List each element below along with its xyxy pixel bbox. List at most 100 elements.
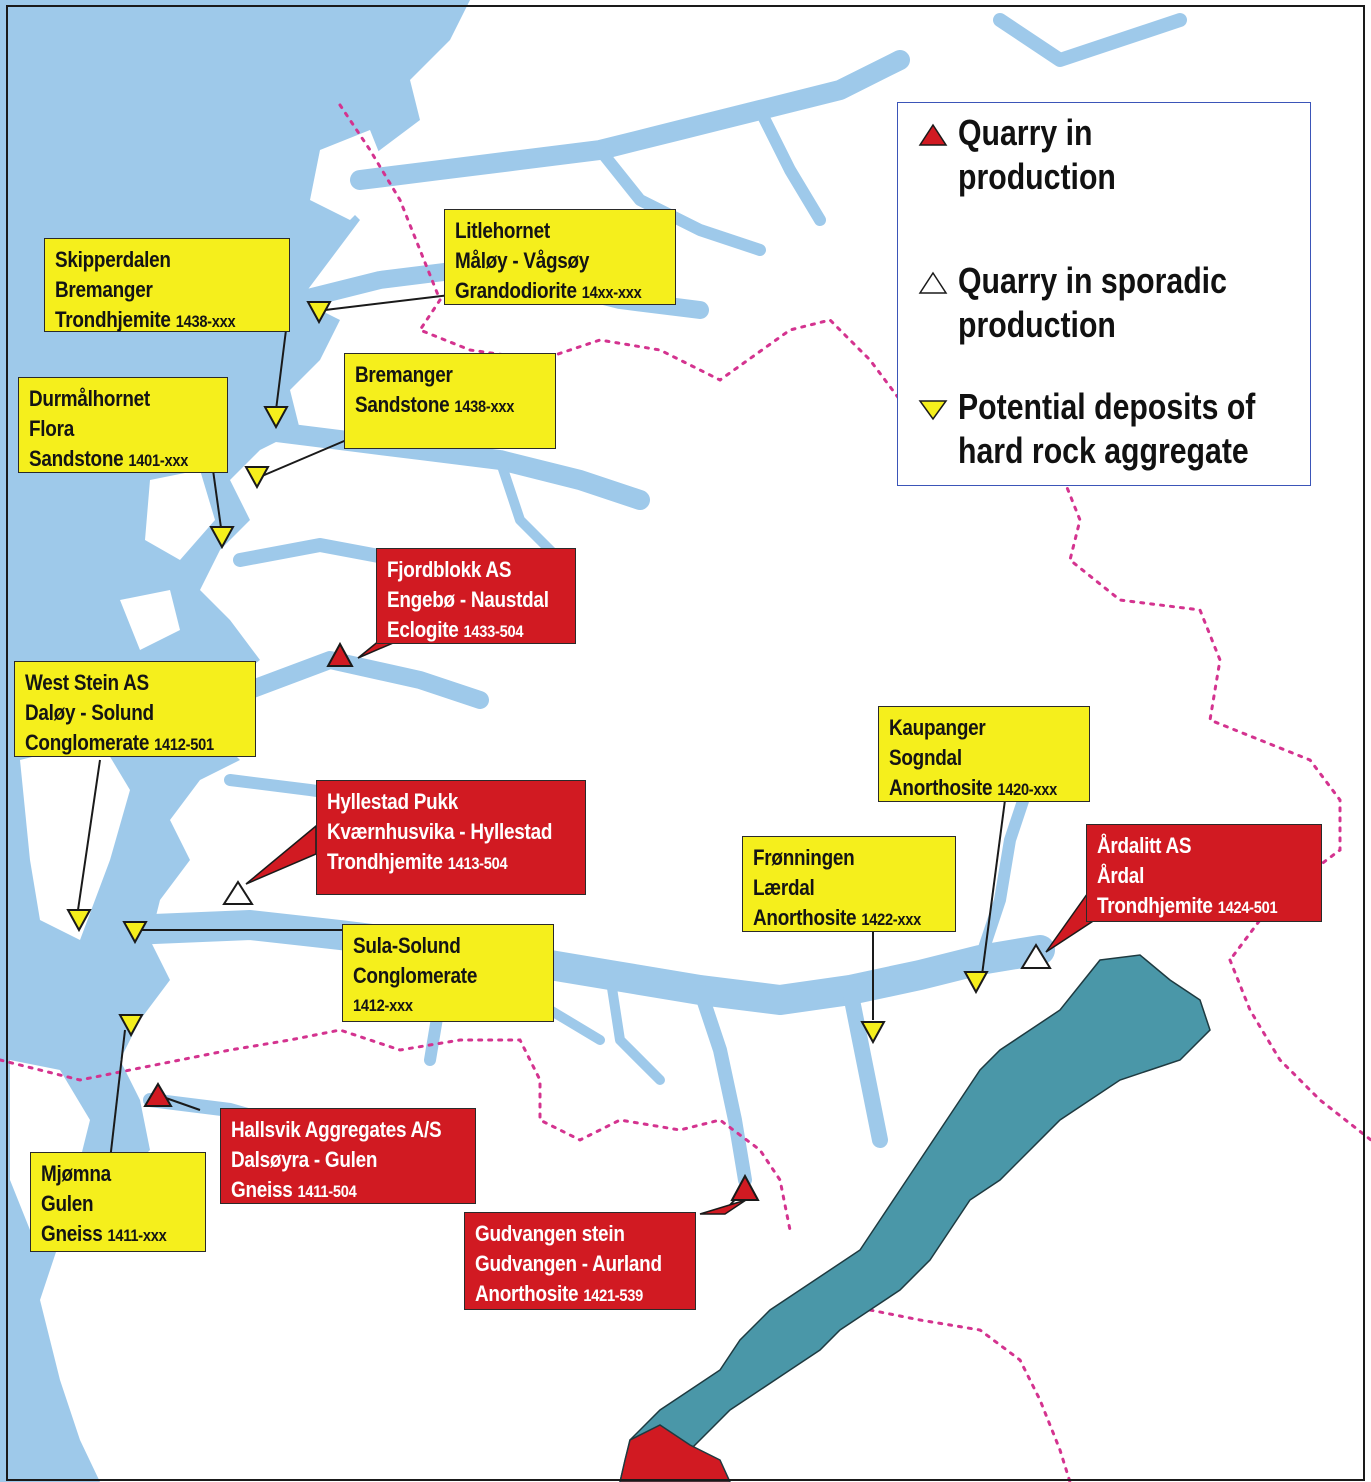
marker-mjomna[interactable] [118, 1014, 144, 1038]
label-line: Gneiss [231, 1177, 293, 1202]
legend: Quarry in production Quarry in sporadic … [897, 102, 1311, 486]
label-line: Kværnhusvika - Hyllestad [327, 819, 553, 844]
legend-item-potential: Potential deposits of hard rock aggregat… [918, 385, 1312, 473]
label-line: Durmålhornet [29, 386, 150, 411]
island-west-5 [310, 130, 390, 220]
marker-skipperdalen[interactable] [263, 406, 289, 430]
label-line: Gulen [41, 1191, 94, 1216]
label-line: Årdal [1097, 863, 1145, 888]
legend-item-sporadic: Quarry in sporadic production [918, 259, 1278, 347]
label-line: Gudvangen - Aurland [475, 1251, 662, 1276]
label-kaupanger[interactable]: Kaupanger Sogndal Anorthosite 1420-xxx [878, 706, 1090, 802]
label-code: 1412-501 [154, 735, 214, 754]
label-hyllestad[interactable]: Hyllestad Pukk Kværnhusvika - Hyllestad … [316, 780, 586, 895]
label-line: Sula-Solund [353, 933, 461, 958]
label-code: 1411-xxx [107, 1226, 167, 1245]
label-code: 1412-xxx [353, 996, 413, 1015]
label-fjordblokk[interactable]: Fjordblokk AS Engebø - Naustdal Eclogite… [376, 548, 576, 644]
label-line: Hyllestad Pukk [327, 789, 459, 814]
marker-hallsvik[interactable] [143, 1082, 173, 1107]
label-line: Anorthosite [475, 1281, 579, 1306]
label-code: 1422-xxx [861, 910, 922, 929]
legend-text: Quarry in [958, 112, 1093, 153]
label-line: Trondhjemite [55, 307, 171, 332]
label-code: 1433-504 [463, 622, 524, 641]
label-line: Daløy - Solund [25, 700, 154, 725]
inset-sweden [619, 1424, 731, 1482]
marker-gudvangen[interactable] [730, 1173, 760, 1201]
legend-text: hard rock aggregate [958, 430, 1249, 471]
legend-item-production: Quarry in production [918, 111, 1146, 199]
label-line: Sandstone [29, 446, 124, 471]
island-west-1 [20, 740, 130, 940]
label-litlehornet[interactable]: Litlehornet Måløy - Vågsøy Grandodiorite… [444, 209, 676, 305]
label-line: Årdalitt AS [1097, 833, 1192, 858]
marker-weststein[interactable] [66, 909, 92, 933]
label-code: 1411-504 [297, 1182, 357, 1201]
marker-fjordblokk[interactable] [326, 641, 354, 667]
inset-norway [619, 954, 1211, 1482]
marker-sulasolund[interactable] [122, 921, 148, 945]
label-line: Anorthosite [889, 775, 993, 800]
island-west-4 [120, 590, 180, 650]
label-code: 1421-539 [583, 1286, 644, 1305]
label-line: Engebø - Naustdal [387, 587, 549, 612]
label-line: Litlehornet [455, 218, 550, 243]
label-line: Conglomerate [25, 730, 150, 755]
marker-kaupanger[interactable] [963, 971, 989, 995]
label-hallsvik[interactable]: Hallsvik Aggregates A/S Dalsøyra - Gulen… [220, 1108, 476, 1204]
label-code: 1413-504 [447, 854, 508, 873]
label-ardalitt[interactable]: Årdalitt AS Årdal Trondhjemite 1424-501 [1086, 824, 1322, 922]
label-line: Bremanger [355, 362, 453, 387]
legend-text: production [958, 304, 1116, 345]
marker-hyllestad[interactable] [222, 880, 254, 905]
label-line: Flora [29, 416, 74, 441]
label-mjomna[interactable]: Mjømna Gulen Gneiss 1411-xxx [30, 1152, 206, 1252]
marker-litlehornet[interactable] [306, 301, 332, 325]
label-code: 1424-501 [1217, 898, 1278, 917]
marker-bremanger[interactable] [244, 466, 270, 490]
red-triangle-up-icon [918, 123, 948, 146]
label-line: Mjømna [41, 1161, 111, 1186]
map-border [6, 5, 1365, 1481]
label-line: Gneiss [41, 1221, 103, 1246]
label-code: 14xx-xxx [581, 283, 642, 302]
marker-ardalitt[interactable] [1020, 943, 1052, 969]
label-fronningen[interactable]: Frønningen Lærdal Anorthosite 1422-xxx [742, 836, 956, 932]
label-code: 1438-xxx [454, 397, 515, 416]
label-line: Conglomerate [353, 963, 478, 988]
legend-text: production [958, 156, 1116, 197]
island-west-3 [145, 470, 215, 560]
legend-text: Quarry in sporadic [958, 260, 1227, 301]
label-line: Anorthosite [753, 905, 857, 930]
label-bremanger[interactable]: Bremanger Sandstone 1438-xxx [344, 353, 556, 449]
label-line: Lærdal [753, 875, 815, 900]
callout-pointer-gudvangen [699, 1199, 747, 1215]
label-line: Frønningen [753, 845, 855, 870]
label-line: Trondhjemite [1097, 893, 1213, 918]
label-line: Dalsøyra - Gulen [231, 1147, 378, 1172]
white-triangle-up-icon [918, 271, 948, 294]
legend-text: Potential deposits of [958, 386, 1256, 427]
label-line: Fjordblokk AS [387, 557, 512, 582]
yellow-triangle-down-icon [918, 400, 948, 421]
label-line: Kaupanger [889, 715, 986, 740]
marker-fronningen[interactable] [860, 1021, 886, 1045]
fjords [115, 13, 1187, 1187]
label-line: Eclogite [387, 617, 459, 642]
label-durmalhornet[interactable]: Durmålhornet Flora Sandstone 1401-xxx [18, 377, 228, 473]
label-sulasolund[interactable]: Sula-Solund Conglomerate 1412-xxx [342, 924, 554, 1022]
label-line: Bremanger [55, 277, 153, 302]
label-line: Gudvangen stein [475, 1221, 625, 1246]
label-weststein[interactable]: West Stein AS Daløy - Solund Conglomerat… [14, 661, 256, 757]
label-code: 1401-xxx [128, 451, 189, 470]
marker-durmalhornet[interactable] [209, 526, 235, 550]
quarry-markers [66, 301, 1052, 1201]
label-line: Sandstone [355, 392, 450, 417]
label-code: 1438-xxx [175, 312, 236, 331]
label-line: West Stein AS [25, 670, 149, 695]
label-gudvangen[interactable]: Gudvangen stein Gudvangen - Aurland Anor… [464, 1212, 696, 1310]
label-line: Trondhjemite [327, 849, 443, 874]
label-line: Måløy - Vågsøy [455, 248, 590, 273]
label-skipperdalen[interactable]: Skipperdalen Bremanger Trondhjemite 1438… [44, 238, 290, 332]
